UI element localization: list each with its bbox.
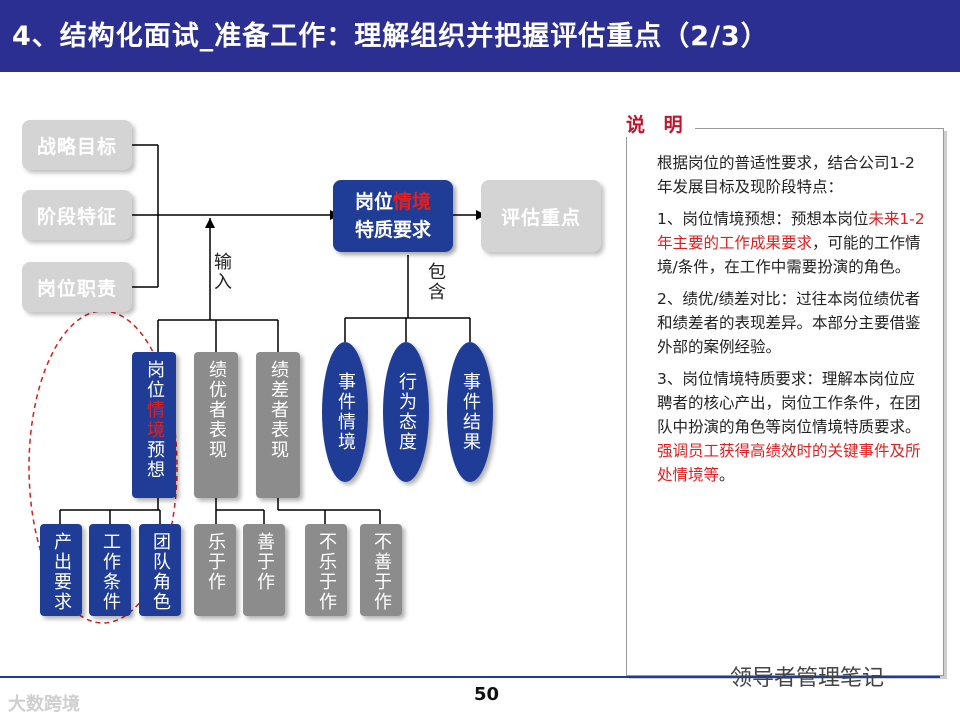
bottom-box-willing: 乐于作 bbox=[194, 524, 236, 616]
note-heading: 说 明 bbox=[620, 110, 695, 137]
position-situation-forecast-column: 岗位情境预想 bbox=[132, 352, 176, 498]
good-performer-column: 绩优者表现 bbox=[194, 352, 238, 498]
note-item-3: 3、岗位情境特质要求：理解本岗位应聘者的核心产出，岗位工作条件，在团队中扮演的角… bbox=[657, 370, 921, 484]
input-label: 输入 bbox=[211, 252, 232, 292]
evaluation-focus-box: 评估重点 bbox=[481, 180, 601, 252]
bottom-box-output: 产出要求 bbox=[40, 524, 82, 616]
bottom-box-able: 善于作 bbox=[243, 524, 285, 616]
note-item-2: 2、绩优/绩差对比：过往本岗位绩优者和绩差者的表现差异。本部分主要借鉴外部的案例… bbox=[657, 290, 921, 356]
watermark-right: 领导者管理笔记 bbox=[730, 666, 885, 691]
footer-divider bbox=[0, 676, 940, 678]
explanation-panel: 根据岗位的普适性要求，结合公司1-2年发展目标及现阶段特点： 1、岗位情境预想：… bbox=[626, 128, 944, 676]
oval-event-situation: 事件情境 bbox=[322, 342, 368, 482]
position-duty-box: 岗位职责 bbox=[22, 262, 132, 312]
slide-title: 4、结构化面试_准备工作：理解组织并把握评估重点（2/3） bbox=[12, 21, 769, 52]
watermark-left: 大数跨境 bbox=[8, 694, 80, 715]
bottom-box-conditions: 工作条件 bbox=[89, 524, 131, 616]
note-item-1: 1、岗位情境预想：预想本岗位未来1-2年主要的工作成果要求，可能的工作情境/条件… bbox=[657, 210, 925, 276]
page-number: 50 bbox=[474, 684, 500, 705]
header-bar: 4、结构化面试_准备工作：理解组织并把握评估重点（2/3） bbox=[0, 0, 960, 72]
bottom-box-unable: 不善于作 bbox=[360, 524, 402, 616]
note-intro: 根据岗位的普适性要求，结合公司1-2年发展目标及现阶段特点： bbox=[657, 154, 915, 196]
oval-behavior-attitude: 行为态度 bbox=[383, 342, 429, 482]
bottom-box-team-role: 团队角色 bbox=[139, 524, 181, 616]
contain-label: 包含 bbox=[425, 262, 446, 302]
poor-performer-column: 绩差者表现 bbox=[256, 352, 300, 498]
stage-feature-box: 阶段特征 bbox=[22, 190, 132, 240]
position-situation-trait-box: 岗位情境 特质要求 bbox=[333, 180, 453, 252]
strategy-goal-box: 战略目标 bbox=[22, 120, 132, 170]
bottom-box-unwilling: 不乐于作 bbox=[305, 524, 347, 616]
oval-event-result: 事件结果 bbox=[447, 342, 493, 482]
